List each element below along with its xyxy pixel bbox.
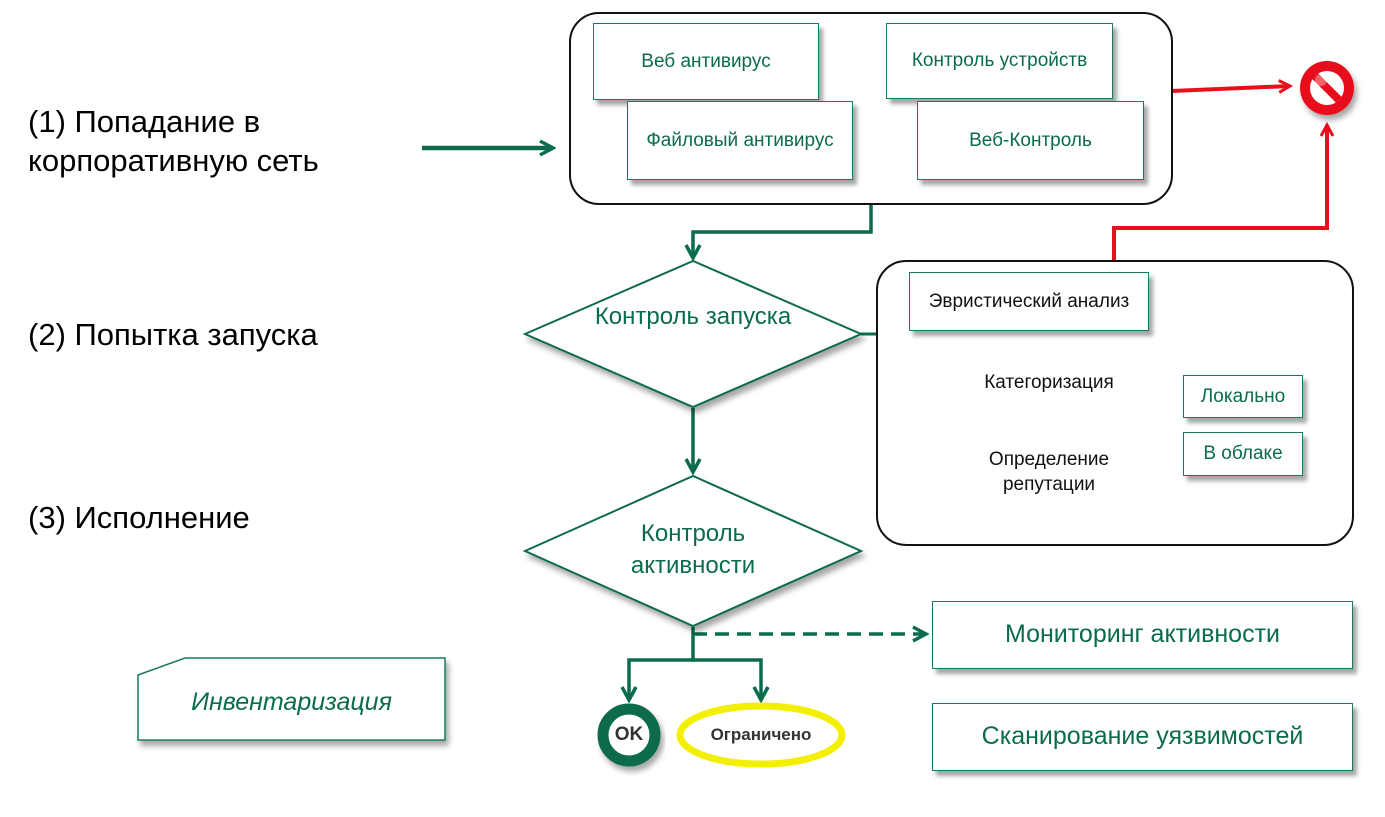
block-arrow-analysis — [1112, 125, 1327, 260]
web-antivirus-box: Веб антивирус — [593, 23, 819, 100]
reputation-label: Определение репутации — [988, 449, 1110, 495]
heuristic-analysis-box: Эвристический анализ — [909, 272, 1149, 331]
restricted-label: Ограничено — [710, 725, 812, 744]
web-control-box: Веб-Контроль — [917, 101, 1144, 180]
device-control-box: Контроль устройств — [886, 23, 1113, 99]
activity-control-diamond — [522, 474, 864, 628]
to-launch-control-arrow — [693, 205, 873, 258]
to-restricted-arrow — [693, 658, 761, 700]
ok-label: OK — [614, 724, 644, 745]
vulnerability-scan-box: Сканирование уязвимостей — [932, 703, 1353, 771]
cloud-box: В облаке — [1183, 432, 1303, 476]
file-antivirus-box: Файловый антивирус — [627, 101, 853, 180]
inventory-label: Инвентаризация — [191, 688, 392, 716]
block-arrow-network — [1171, 86, 1290, 91]
to-ok-arrow — [629, 627, 695, 700]
launch-control-diamond — [522, 259, 864, 409]
activity-control-label: Контроль активности — [630, 520, 756, 580]
stage-3-label: (3) Исполнение — [28, 500, 250, 535]
activity-monitoring-box: Мониторинг активности — [932, 601, 1353, 669]
ok-ring — [597, 703, 661, 767]
stage-1-label: (1) Попадание в корпоративную сеть — [28, 104, 319, 178]
stage-2-label: (2) Попытка запуска — [28, 317, 318, 352]
restricted-ellipse — [676, 702, 846, 768]
launch-control-label: Контроль запуска — [594, 303, 792, 330]
inventory-shape — [137, 657, 446, 741]
categorization-label: Категоризация — [984, 372, 1114, 393]
local-box: Локально — [1183, 375, 1303, 418]
prohibited-icon — [1300, 61, 1354, 115]
